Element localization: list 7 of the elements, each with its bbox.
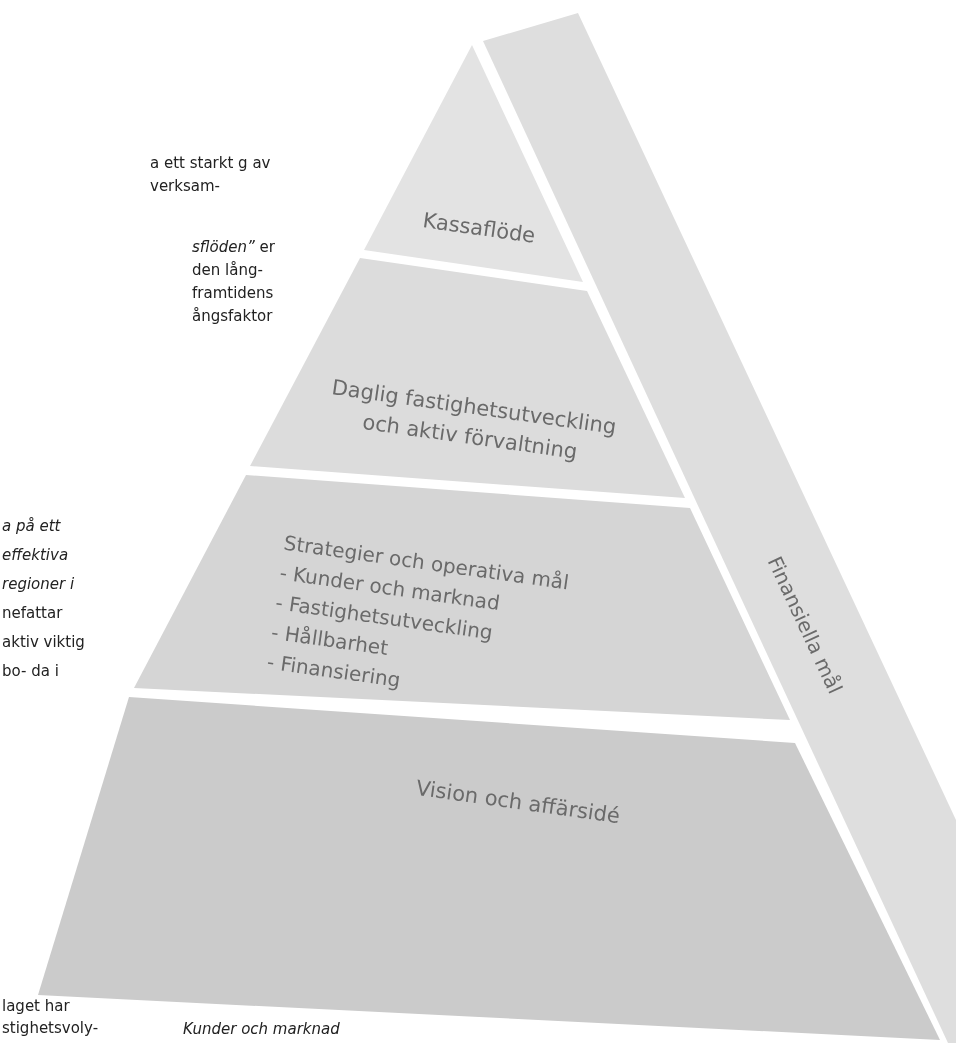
paragraph-fragment: Kunder och marknad [183, 1019, 341, 1040]
paragraph-fragment: laget har stighetsvoly- [2, 996, 100, 1039]
paragraph-fragment: a ett starkt g av verksam- [150, 153, 272, 197]
paragraph-fragment: a på ett effektiva regioner i nefattar aktiv viktig bo- da i [2, 516, 86, 682]
layer-label: Kassaflöde [421, 208, 537, 248]
layer-label: Vision och affärsidé [414, 775, 622, 829]
paragraph-fragment: sflöden” er den lång- framtidens ångsfaktor [192, 237, 276, 327]
